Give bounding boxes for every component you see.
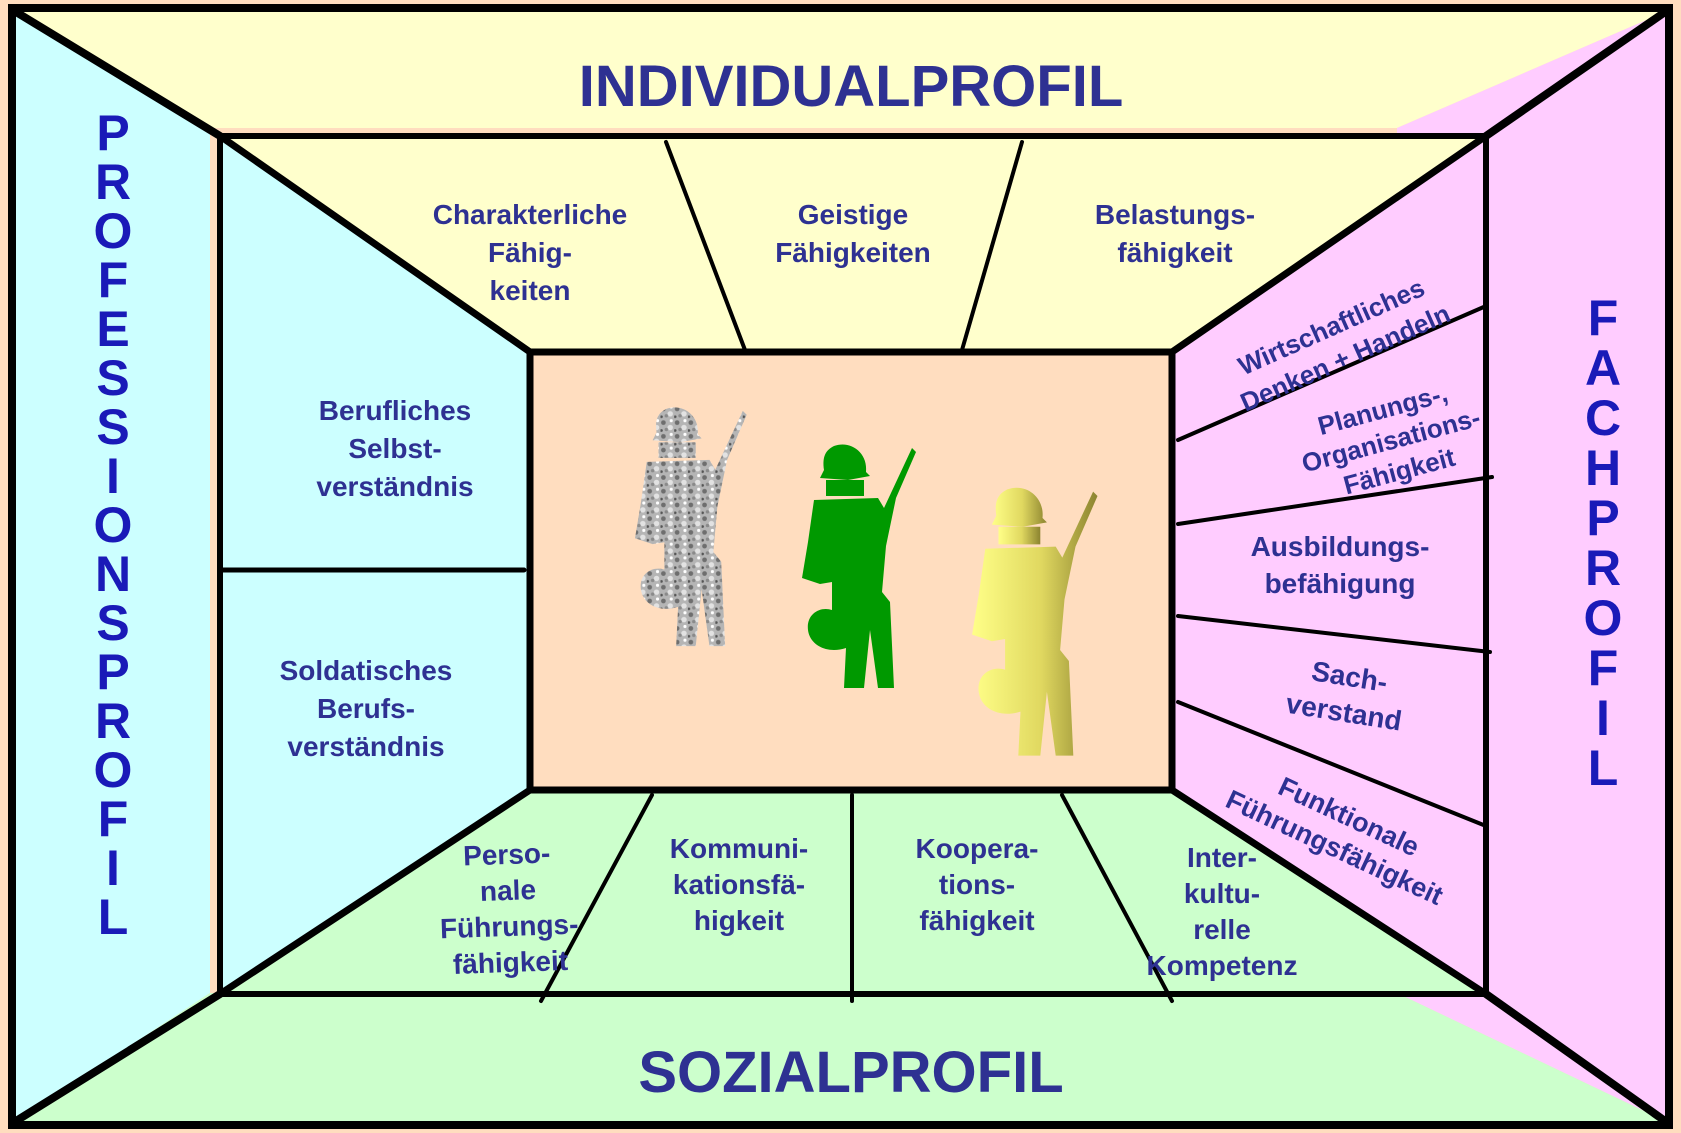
vertical-title-letter: R [95,693,131,749]
item-charakterliche-faehigkeiten-line: Charakterliche [433,199,628,230]
item-berufliches-selbstverstaendnis-line: verständnis [316,471,473,502]
vertical-title-letter: P [96,644,129,700]
vertical-title-letter: S [96,350,129,406]
vertical-title-letter: S [96,399,129,455]
item-interkulturelle-kompetenz-line: Kompetenz [1147,950,1298,981]
vertical-title-letter: I [1596,690,1610,746]
vertical-title-letter: A [1585,340,1621,396]
item-soldatisches-berufsverstaendnis-line: verständnis [287,731,444,762]
vertical-title-letter: L [1588,740,1619,796]
vertical-title-letter: R [95,154,131,210]
vertical-title-letter: L [98,889,129,945]
item-geistige-faehigkeiten-line: Fähigkeiten [775,237,931,268]
vertical-title-letter: O [94,497,133,553]
vertical-title-letter: F [1588,290,1619,346]
item-personale-fuehrungsfaehigkeit-line: Führungs- [439,909,578,945]
sozial-title: SOZIALPROFIL [638,1040,1063,1105]
room-right-wall [1172,136,1486,994]
vertical-title-letter: S [96,595,129,651]
vertical-title-letter: R [1585,540,1621,596]
item-kooperationsfaehigkeit: Koopera-tions-fähigkeit [916,833,1039,936]
item-kommunikationsfaehigkeit-line: higkeit [694,905,784,936]
item-kommunikationsfaehigkeit-line: kationsfä- [673,869,805,900]
vertical-title-letter: I [106,448,120,504]
item-berufliches-selbstverstaendnis-line: Berufliches [319,395,472,426]
vertical-title-letter: F [98,252,129,308]
item-ausbildungsbefaehigung: Ausbildungs-befähigung [1251,531,1430,599]
item-ausbildungsbefaehigung-line: Ausbildungs- [1251,531,1430,562]
room-left-wall [220,136,530,994]
item-kooperationsfaehigkeit-line: Koopera- [916,833,1039,864]
frame-lines [12,8,1669,1125]
vertical-title-letter: H [1585,440,1621,496]
item-kooperationsfaehigkeit-line: tions- [939,869,1015,900]
item-belastungsfaehigkeit: Belastungs-fähigkeit [1095,199,1255,268]
item-soldatisches-berufsverstaendnis-line: Soldatisches [280,655,453,686]
item-ausbildungsbefaehigung-line: befähigung [1265,568,1416,599]
item-interkulturelle-kompetenz-line: relle [1193,914,1251,945]
item-kooperationsfaehigkeit-line: fähigkeit [919,905,1034,936]
vertical-title-letter: N [95,546,131,602]
vertical-title-letter: E [96,301,129,357]
vertical-title-letter: O [94,742,133,798]
item-belastungsfaehigkeit-line: Belastungs- [1095,199,1255,230]
vertical-title-letter: O [94,203,133,259]
item-interkulturelle-kompetenz-line: Inter- [1187,842,1257,873]
item-berufliches-selbstverstaendnis-line: Selbst- [348,433,441,464]
vertical-title-letter: O [1584,590,1623,646]
vertical-title-letter: C [1585,390,1621,446]
item-belastungsfaehigkeit-line: fähigkeit [1117,237,1232,268]
item-interkulturelle-kompetenz-line: kultu- [1184,878,1260,909]
item-kommunikationsfaehigkeit: Kommuni-kationsfä-higkeit [670,833,808,936]
vertical-title-letter: F [1588,640,1619,696]
individual-title: INDIVIDUALPROFIL [579,54,1124,119]
vertical-title-letter: P [1586,490,1619,546]
item-kommunikationsfaehigkeit-line: Kommuni- [670,833,808,864]
vertical-title-letter: F [98,791,129,847]
individual-panel [16,12,1665,128]
vertical-title-letter: P [96,105,129,161]
item-planungs-organisationsfaehigkeit: Planungs-,Organisations-Fähigkeit [1298,378,1483,501]
item-soldatisches-berufsverstaendnis-line: Berufs- [317,693,415,724]
outer-frame [8,4,1673,1129]
item-personale-fuehrungsfaehigkeit-line: nale [479,874,536,907]
item-personale-fuehrungsfaehigkeit-line: fähigkeit [452,945,568,980]
item-personale-fuehrungsfaehigkeit-line: Perso- [463,837,551,871]
item-geistige-faehigkeiten-line: Geistige [798,199,908,230]
sozial-panel [16,993,1665,1121]
profession-panel [16,12,210,1121]
item-charakterliche-faehigkeiten-line: Fähig- [488,237,572,268]
item-charakterliche-faehigkeiten-line: keiten [490,275,571,306]
vertical-title-letter: I [106,840,120,896]
room-ceiling [220,136,1486,352]
